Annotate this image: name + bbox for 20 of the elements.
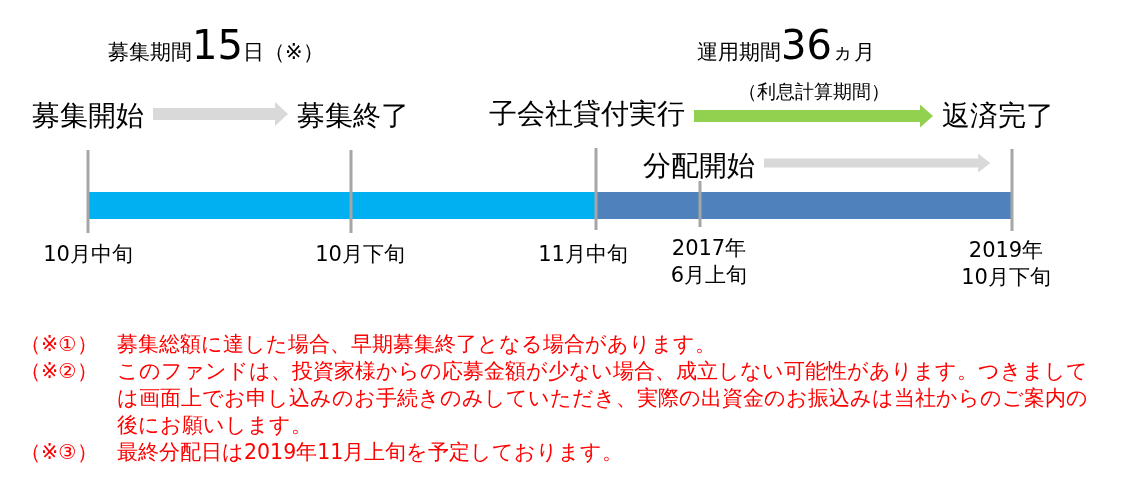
arrow <box>694 104 933 128</box>
note-marker: （※②） <box>20 358 98 385</box>
date-label: 11月中旬 <box>537 241 629 268</box>
date-label: 2019年10月下旬 <box>960 237 1052 291</box>
date-label: 2017年6月上旬 <box>669 235 749 289</box>
milestone-label: 募集開始 <box>32 99 144 133</box>
date-label: 10月中旬 <box>42 241 134 268</box>
milestone-label: 分配開始 <box>643 149 755 183</box>
note-text: このファンドは、投資家様からの応募金額が少ない場合、成立しない可能性があります。つきましては画面上でお申し込みのお手続きのみしていただき、実際の出資金のお振込みは当社からのご案内の後にお願いします。 <box>117 358 1089 439</box>
note-text: 募集総額に達した場合、早期募集終了となる場合があります。 <box>117 331 716 358</box>
date-label: 10月下旬 <box>314 241 406 268</box>
note-marker: （※①） <box>20 331 98 358</box>
arrow <box>153 102 288 126</box>
note-marker: （※③） <box>20 439 98 466</box>
milestone-label: 子会社貸付実行 <box>489 97 685 131</box>
milestone-label: 募集終了 <box>297 99 409 133</box>
note-text: 最終分配日は2019年11月上旬を予定しております。 <box>117 439 624 466</box>
edge-label: （利息計算期間） <box>737 80 890 103</box>
arrow <box>764 153 991 173</box>
milestone-label: 返済完了 <box>942 99 1054 133</box>
